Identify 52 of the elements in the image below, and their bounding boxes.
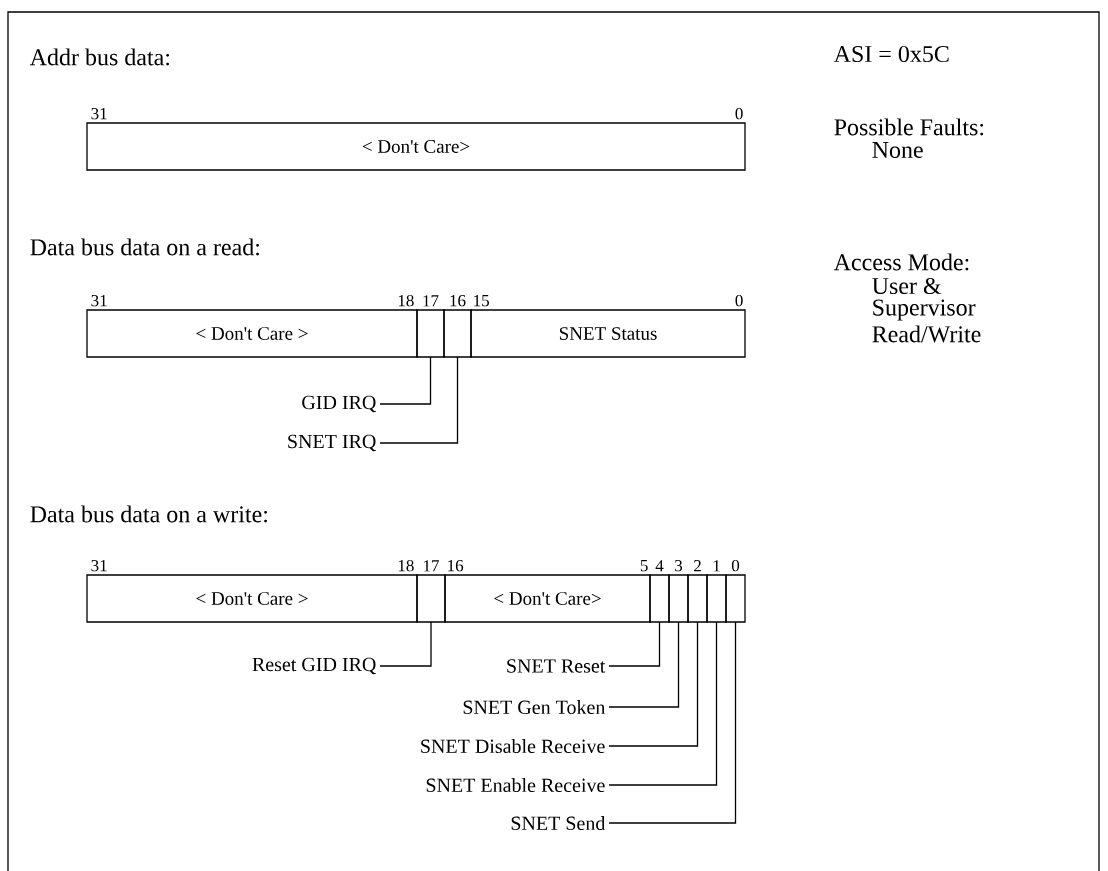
bit-number: 15 (474, 294, 489, 307)
bit-number: 1 (713, 560, 720, 572)
note-text: Supervisor (873, 299, 976, 321)
register-field: < Don't Care > (86, 309, 418, 358)
bit-box (706, 574, 727, 623)
leader-line (608, 621, 718, 786)
bit-number: 4 (655, 560, 664, 572)
leader-line (608, 621, 680, 708)
field-label: SNET Disable Receive (421, 738, 605, 754)
bit-box (649, 574, 670, 623)
leader-line (379, 356, 459, 444)
section-heading: Addr bus data: (29, 48, 169, 66)
register-field: < Don't Care > (86, 574, 418, 623)
leader-line (608, 621, 699, 747)
section-heading: Data bus data on a write: (30, 505, 267, 523)
note-text: User & (872, 277, 942, 295)
bit-box (687, 574, 708, 623)
bit-number: 18 (398, 559, 414, 572)
leader-line (379, 621, 432, 667)
note-text: Access Mode: (833, 253, 969, 271)
bit-number: 18 (398, 294, 414, 307)
field-label: Reset GID IRQ (252, 657, 376, 675)
bit-box (416, 309, 445, 358)
field-label: SNET Reset (507, 659, 606, 673)
field-label: SNET Send (511, 815, 606, 831)
bit-number: 0 (731, 559, 740, 572)
field-label: SNET Enable Receive (426, 777, 605, 793)
bit-number: 16 (450, 294, 466, 307)
bit-number: 5 (640, 560, 648, 572)
register-field: < Don't Care> (86, 122, 746, 171)
bit-box (443, 309, 472, 358)
section-heading: Data bus data on a read: (30, 238, 259, 256)
field-label: GID IRQ (302, 395, 376, 413)
bit-number: 3 (675, 559, 683, 572)
leader-line (608, 621, 661, 667)
register-field: SNET Status (470, 309, 746, 358)
field-label: SNET Gen Token (463, 699, 606, 715)
leader-line (608, 621, 737, 824)
bit-number: 2 (694, 560, 701, 572)
bit-number: 17 (424, 560, 439, 572)
note-text: None (872, 142, 923, 158)
bit-number: 17 (423, 295, 439, 307)
bit-number: 16 (448, 559, 464, 572)
register-field: < Don't Care> (444, 574, 651, 623)
note-text: Read/Write (872, 325, 981, 343)
field-label: SNET IRQ (288, 434, 376, 452)
bit-box (416, 574, 446, 623)
bit-box (725, 574, 746, 623)
note-text: Possible Faults: (834, 118, 984, 136)
note-text: ASI = 0x5C (833, 45, 949, 63)
leader-line (379, 356, 432, 405)
bit-box (668, 574, 689, 623)
